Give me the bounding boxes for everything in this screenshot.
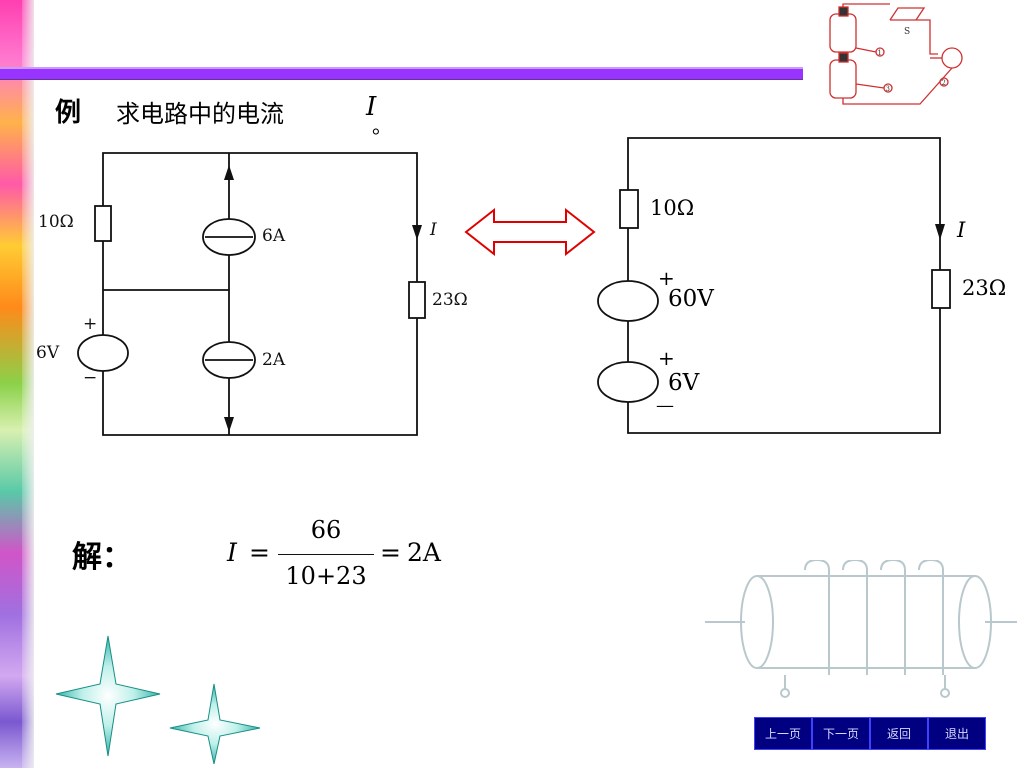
left-6a-label: 6A xyxy=(262,226,286,246)
question-text: 求电路中的电流 xyxy=(116,100,284,128)
equivalence-arrow xyxy=(464,207,596,257)
right-60v-label: 60V xyxy=(668,286,714,312)
formula-numerator: 66 xyxy=(310,516,342,544)
right-minus-sign: — xyxy=(656,395,674,416)
formula-result: 2A xyxy=(407,538,441,567)
decorative-stars xyxy=(55,635,261,764)
exit-button[interactable]: 退出 xyxy=(928,717,986,750)
prev-page-button[interactable]: 上一页 xyxy=(754,717,812,750)
title-bar-line xyxy=(0,67,803,80)
solenoid-sketch xyxy=(705,560,1017,698)
switch-label: S xyxy=(904,27,910,37)
example-label: 例 xyxy=(55,98,82,128)
decorative-side-strip xyxy=(0,0,34,768)
thumb-mark-2: 2 xyxy=(942,79,946,87)
thumb-mark-1: 1 xyxy=(878,49,882,57)
right-plus-1: + xyxy=(658,266,675,290)
left-6v-label: 6V xyxy=(36,343,60,363)
formula-lhs: I xyxy=(227,538,237,567)
formula-denominator: 10+23 xyxy=(285,562,367,590)
next-page-button[interactable]: 下一页 xyxy=(812,717,870,750)
right-r1-label: 10Ω xyxy=(650,196,695,220)
left-plus-sign: + xyxy=(83,314,98,334)
right-6v-label: 6V xyxy=(668,370,700,396)
right-current-label: I xyxy=(957,218,966,242)
circuit-thumbnail-image: S 1 2 3 xyxy=(829,3,963,105)
back-button[interactable]: 返回 xyxy=(870,717,928,750)
current-symbol: I xyxy=(366,92,377,122)
right-plus-2: + xyxy=(658,346,675,370)
formula-eq-2: = xyxy=(380,538,401,567)
left-2a-label: 2A xyxy=(262,350,286,370)
left-r1-label: 10Ω xyxy=(38,212,74,232)
left-load-label: 23Ω xyxy=(432,290,468,310)
left-current-label: I xyxy=(430,220,437,240)
thumb-mark-3: 3 xyxy=(886,85,890,93)
fraction-bar xyxy=(278,554,374,555)
right-load-label: 23Ω xyxy=(962,276,1007,300)
solution-label: 解： xyxy=(72,540,132,575)
left-minus-sign: − xyxy=(83,368,98,388)
period-mark: 。 xyxy=(372,114,392,138)
formula-eq-1: = xyxy=(249,538,270,567)
